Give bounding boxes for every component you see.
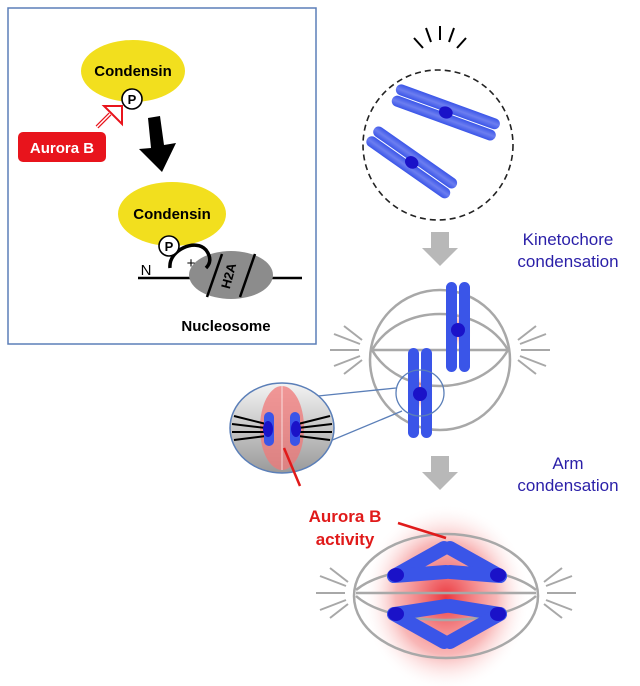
- kinetochore-label-line2: condensation: [517, 252, 618, 271]
- chromatids-upper: [387, 541, 507, 583]
- condensin-top-shape: [81, 40, 185, 102]
- condensin-top-label: Condensin: [94, 63, 172, 80]
- centrosome-burst-top: [413, 26, 467, 49]
- aurora-b-activity-line1: Aurora B: [309, 507, 382, 526]
- microtubules-left: [231, 415, 267, 441]
- n-terminus-label: N: [141, 262, 152, 279]
- nucleosome-label: Nucleosome: [181, 318, 270, 335]
- aurora-b-activity-line2: activity: [316, 530, 375, 549]
- chromosome-metaphase-lower: [408, 348, 432, 438]
- arm-label-line2: condensation: [517, 476, 618, 495]
- microtubules-right: [297, 415, 333, 441]
- aster-left-anaphase: [316, 567, 349, 619]
- phosphate-label-top: P: [128, 92, 137, 107]
- zoom-line-top: [317, 387, 397, 397]
- chromosome-metaphase-upper: [446, 282, 470, 372]
- binding-arrow-icon: [139, 116, 176, 172]
- activity-pointer: [397, 521, 447, 540]
- kinetochore-zoom-bubble: [229, 382, 335, 487]
- step-arrow-1-icon: [422, 232, 458, 266]
- aurora-b-box: [18, 132, 106, 162]
- histone-band-right: [238, 253, 257, 298]
- phosphorylation-arrow-icon: [95, 105, 123, 129]
- aster-right-anaphase: [543, 567, 576, 619]
- arm-label-line1: Arm: [552, 454, 583, 473]
- phosphate-label-bottom: P: [165, 239, 174, 254]
- anaphase-spindle: [316, 504, 576, 686]
- chromosome-prophase-2: [366, 126, 458, 199]
- aurora-b-activity-glow: [362, 504, 530, 686]
- aster-left: [330, 325, 363, 375]
- condensin-bottom-label: Condensin: [133, 206, 211, 223]
- phosphate-icon-top: [121, 88, 143, 110]
- nuclear-envelope: [362, 69, 514, 221]
- inset-panel: Condensin P Aurora B Condensin H2A P N: [7, 7, 317, 345]
- prophase-nucleus: [362, 26, 514, 221]
- zoom-source-circle: [395, 369, 445, 417]
- chromatids-lower: [387, 599, 507, 649]
- aurora-b-label: Aurora B: [30, 140, 94, 157]
- phosphate-icon-bottom: [158, 235, 180, 257]
- histone-label: H2A: [218, 261, 239, 291]
- condensin-bottom-shape: [118, 182, 226, 246]
- prometaphase-spindle: [330, 282, 550, 438]
- chromosome-prophase-1: [391, 84, 500, 141]
- activity-pointer-zoom: [282, 447, 302, 487]
- step-arrow-2-icon: [422, 456, 458, 490]
- kinetochore-label-line1: Kinetochore: [523, 230, 614, 249]
- histone-band-left: [205, 253, 224, 298]
- aster-right: [517, 325, 550, 375]
- charge-label: +: [187, 255, 196, 272]
